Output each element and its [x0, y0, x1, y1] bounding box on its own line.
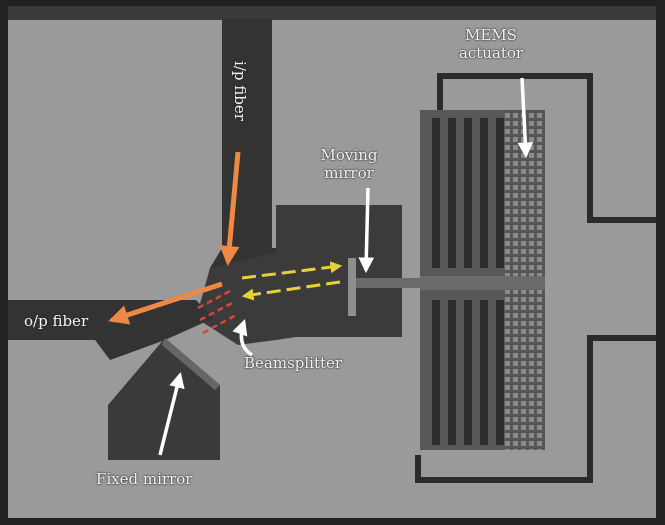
op-fiber-taper — [95, 340, 165, 360]
beam-forward — [241, 261, 343, 280]
output-light-arrow — [108, 281, 223, 325]
beamsplitter-label: Beamsplitter — [244, 354, 343, 372]
comb-fingers-bottom — [432, 300, 504, 445]
actuator-frame-top — [437, 73, 656, 223]
fixed-mirror-label: Fixed mirror — [96, 470, 193, 488]
ip-fiber-label: i/p fiber — [230, 61, 249, 121]
moving-mirror-label: Moving mirror — [306, 146, 392, 182]
mems-actuator-label: MEMS actuator — [446, 26, 536, 62]
fixed-mirror-pointer-arrow — [158, 371, 185, 456]
beamsplitter-marks — [197, 288, 237, 335]
moving-label-line1: Moving — [320, 146, 378, 164]
moving-mirror-plate — [348, 258, 356, 316]
mems-label-line1: MEMS — [465, 26, 517, 44]
moving-label-line2: mirror — [324, 164, 374, 182]
op-fiber-label: o/p fiber — [24, 312, 89, 330]
input-light-arrow — [219, 151, 241, 266]
mems-label-line2: actuator — [458, 44, 524, 62]
moving-mirror-pointer-arrow — [358, 187, 375, 274]
mems-pointer-arrow — [517, 77, 534, 159]
fixed-mirror-edge — [162, 338, 220, 390]
actuator-frame-bottom — [415, 335, 656, 483]
comb-fingers-top — [432, 118, 504, 268]
beamsplitter-pointer-arrow — [232, 319, 254, 357]
beam-return — [241, 280, 341, 301]
comb-crossbar — [420, 276, 545, 290]
top-band — [8, 6, 656, 20]
